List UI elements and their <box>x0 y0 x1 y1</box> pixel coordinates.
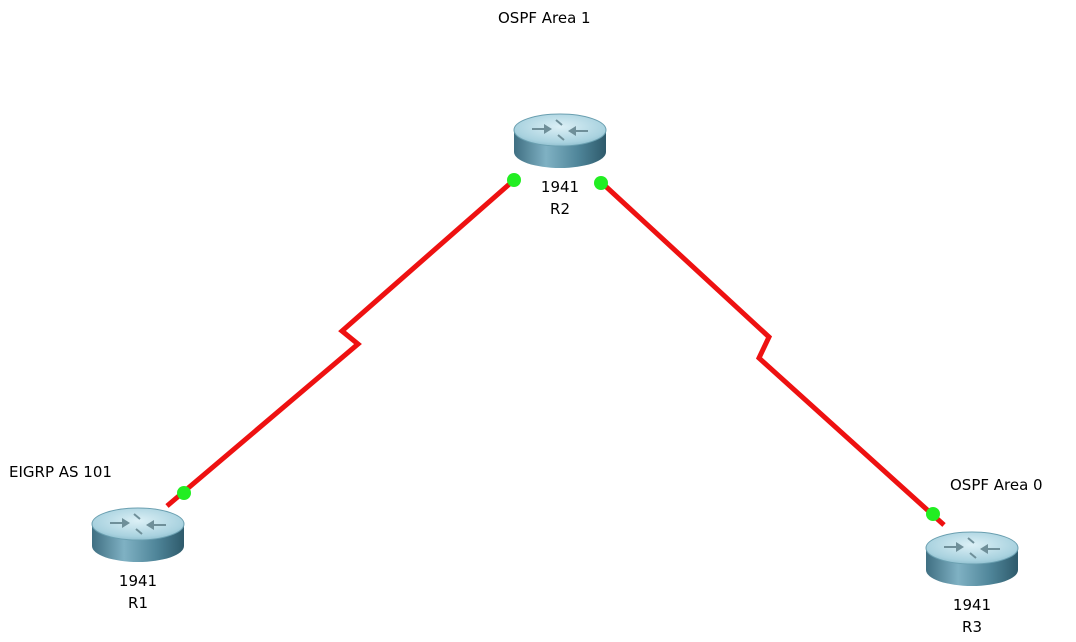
router-r3-label: 1941 R3 <box>932 594 1012 638</box>
router-r3-icon[interactable] <box>925 531 1019 587</box>
router-model: 1941 <box>118 572 158 590</box>
note-ospf-area-0[interactable]: OSPF Area 0 <box>947 475 1046 495</box>
port-status-indicator <box>177 486 191 500</box>
serial-link-r2-r3[interactable] <box>599 180 946 527</box>
router-r2-label: 1941 R2 <box>520 176 600 220</box>
router-r1-icon[interactable] <box>91 507 185 563</box>
router-r2-icon[interactable] <box>513 113 607 169</box>
router-model: 1941 <box>952 596 992 614</box>
port-status-indicator <box>926 507 940 521</box>
serial-link-r1-r2[interactable] <box>165 178 516 508</box>
router-model: 1941 <box>540 178 580 196</box>
note-ospf-area-1[interactable]: OSPF Area 1 <box>495 8 594 28</box>
port-status-indicator <box>507 173 521 187</box>
note-eigrp-as-101[interactable]: EIGRP AS 101 <box>6 462 115 482</box>
router-name: R1 <box>128 594 148 612</box>
router-name: R2 <box>550 200 570 218</box>
port-status-indicator <box>594 176 608 190</box>
router-r1-label: 1941 R1 <box>98 570 178 614</box>
router-name: R3 <box>962 618 982 636</box>
